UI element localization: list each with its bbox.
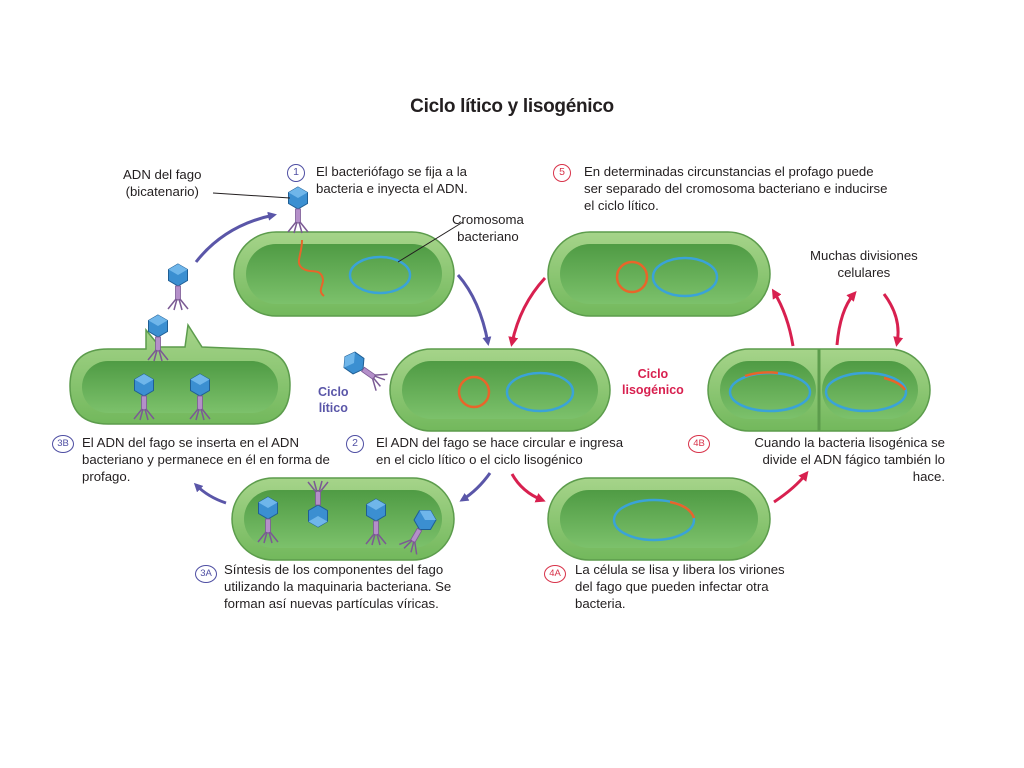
lytic-arrows: [193, 211, 492, 505]
lysogenic-cycle-label: Ciclo lisogénico: [622, 367, 684, 397]
arrow-icon: [459, 472, 492, 502]
cell-step-5: [547, 231, 771, 317]
arrow-icon: [510, 473, 546, 503]
step-text-5: En determinadas circunstancias el profag…: [584, 164, 888, 213]
phage-icon: [167, 263, 189, 311]
cell-step-4a: [69, 322, 291, 425]
step-text-4a: El ADN del fago se inserta en el ADN bac…: [82, 435, 330, 484]
lysogenic-arrows: [508, 276, 904, 504]
arrow-icon: [194, 211, 277, 263]
step-text-2: El ADN del fago se hace circular e ingre…: [376, 435, 624, 467]
many-divisions-label: Muchas divisiones celulares: [810, 248, 918, 280]
arrow-icon: [882, 293, 904, 347]
step-badge-5: 5: [553, 164, 571, 182]
arrow-icon: [456, 274, 492, 346]
step-badge-3a: 3A: [195, 565, 217, 583]
step-text-1: El bacteriófago se fija a la bacteria e …: [316, 164, 468, 196]
phage-icon: [287, 186, 309, 234]
cell-step-2: [389, 348, 611, 432]
cell-step-1: [233, 231, 455, 317]
step-badge-1: 1: [287, 164, 305, 182]
cell-step-3b: [547, 477, 771, 561]
step-text-4b: Cuando la bacteria lisogénica se divide …: [754, 435, 945, 484]
page-title: Ciclo lítico y lisogénico: [410, 96, 614, 117]
bacterial-chromosome-label: Cromosoma bacteriano: [452, 212, 524, 244]
cell-step-4b: [707, 348, 931, 432]
lytic-cycle-label: Ciclo lítico: [318, 385, 349, 415]
arrow-icon: [773, 470, 809, 504]
step-badge-2: 2: [346, 435, 364, 453]
arrow-icon: [508, 276, 547, 347]
step-badge-3b: 4A: [544, 565, 566, 583]
step-text-3b: La célula se lisa y libera los viriones …: [575, 562, 785, 611]
arrow-icon: [771, 288, 795, 347]
step-badge-4a: 3B: [52, 435, 74, 453]
phage-dna-label: ADN del fago (bicatenario): [123, 167, 202, 199]
step-badge-4b: 4B: [688, 435, 710, 453]
arrow-icon: [835, 290, 857, 346]
cell-step-3a: [231, 477, 455, 561]
step-text-3a: Síntesis de los componentes del fago uti…: [224, 562, 452, 611]
arrow-icon: [193, 482, 227, 505]
